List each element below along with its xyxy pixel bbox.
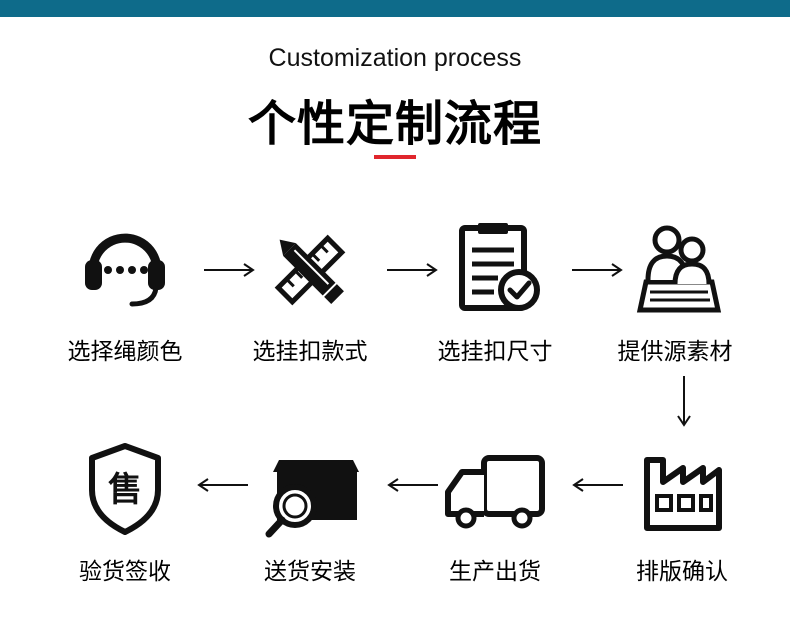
step-label: 排版确认 [636,559,728,585]
factory-icon [627,440,737,540]
step-label: 生产出货 [449,559,541,585]
truck-icon [440,440,550,540]
arrow-right-icon [387,263,438,277]
page-title: 个性定制流程 [247,96,542,152]
top-bar [0,0,790,17]
step-label: 选挂扣尺寸 [437,339,553,365]
headset-icon [70,220,180,320]
step-label: 验货签收 [79,559,171,585]
step-label: 选择绳颜色 [67,339,183,365]
pencil-ruler-icon [255,220,365,320]
arrow-left-icon [197,478,248,492]
checklist-icon [440,220,550,320]
shield-icon: 售 [70,440,180,540]
title-underline [374,155,416,159]
step-label: 提供源素材 [617,339,733,365]
step-label: 选挂扣款式 [252,339,368,365]
arrow-right-icon [204,263,255,277]
box-search-icon [255,440,365,540]
step-label: 送货安装 [264,559,356,585]
arrow-left-icon [387,478,438,492]
arrow-right-icon [572,263,623,277]
shield-badge-text: 售 [108,470,142,510]
arrow-left-icon [572,478,623,492]
arrow-down-icon [677,376,691,427]
users-folder-icon [620,220,730,320]
page-subtitle: Customization process [268,44,522,72]
